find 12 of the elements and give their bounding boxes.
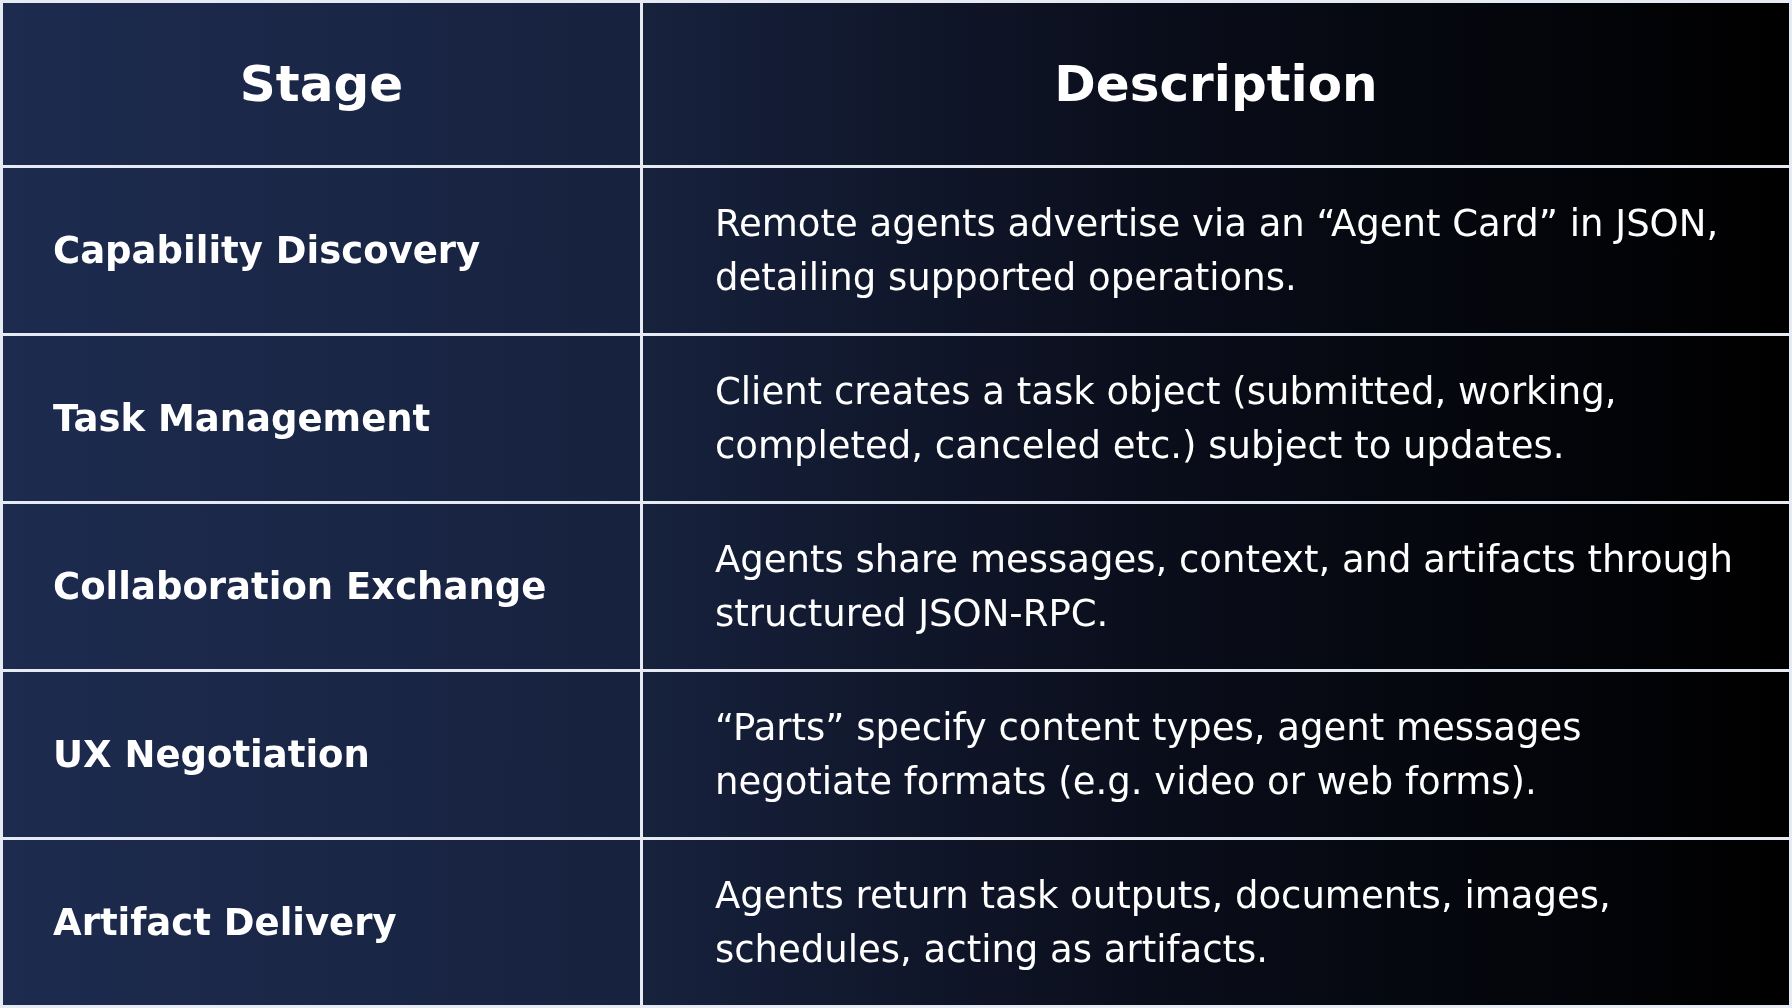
stage-description: Agents return task outputs, documents, images, schedules, acting as artifacts. xyxy=(641,838,1791,1007)
column-header: Stage xyxy=(1,1,642,167)
stage-name: Task Management xyxy=(1,334,642,503)
column-header: Description xyxy=(641,1,1791,167)
stage-name: Capability Discovery xyxy=(1,166,642,335)
stage-description: “Parts” specify content types, agent messages negotiate formats (e.g. video or web forms). xyxy=(641,670,1791,839)
stage-description: Agents share messages, context, and artifacts through structured JSON-RPC. xyxy=(641,502,1791,671)
stage-description: Client creates a task object (submitted, working, completed, canceled etc.) subject to updates. xyxy=(641,334,1791,503)
stage-description: Remote agents advertise via an “Agent Card” in JSON, detailing supported operations. xyxy=(641,166,1791,335)
stage-name: UX Negotiation xyxy=(1,670,642,839)
stage-name: Artifact Delivery xyxy=(1,838,642,1007)
stage-name: Collaboration Exchange xyxy=(1,502,642,671)
